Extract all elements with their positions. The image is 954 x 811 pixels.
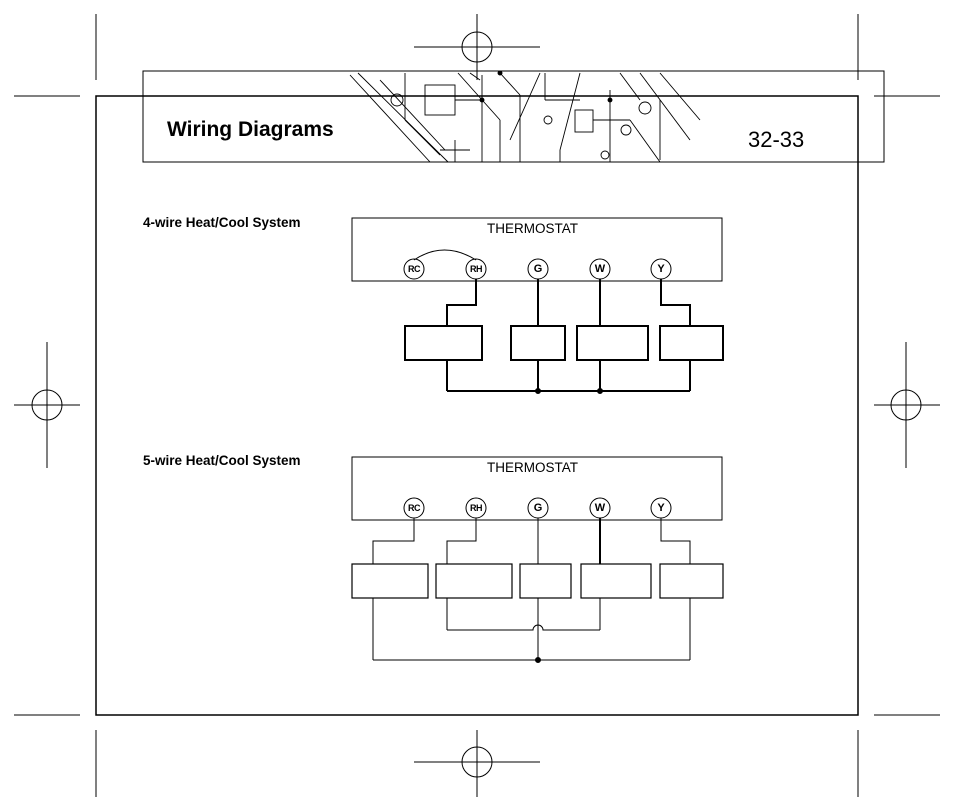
rc-rh-jumper [413,249,477,261]
wires [446,279,691,392]
page-frame [95,95,859,716]
terminal-w: W [594,502,606,514]
thermostat-label: THERMOSTAT [487,460,578,475]
terminal-rh: RH [470,503,483,513]
wires [372,518,691,661]
registration-mark-right [874,342,940,468]
header-schematic-art [349,70,701,163]
terminal-w: W [594,263,606,275]
header-band [142,70,885,163]
junction-dot [535,657,541,663]
junction-dot [535,388,541,394]
registration-mark-left [14,342,80,468]
terminal-g: G [533,502,543,514]
section-label-4wire: 4-wire Heat/Cool System [143,215,301,230]
junction-dot [597,388,603,394]
registration-mark-bottom [414,730,540,797]
terminal-rc: RC [408,264,421,274]
equipment-boxes [404,325,724,361]
terminal-rh: RH [470,264,483,274]
equipment-boxes [351,563,724,599]
diagram-4wire [351,217,724,394]
page-title: Wiring Diagrams [167,118,334,141]
terminal-y: Y [657,263,665,275]
terminal-g: G [533,263,543,275]
terminal-y: Y [657,502,665,514]
thermostat-label: THERMOSTAT [487,221,578,236]
registration-mark-top [414,14,540,80]
section-label-5wire: 5-wire Heat/Cool System [143,453,301,468]
terminal-rc: RC [408,503,421,513]
crop-marks [14,14,940,797]
page-number: 32-33 [748,127,805,152]
thermostat-box [351,456,723,521]
diagram-5wire [351,456,724,663]
